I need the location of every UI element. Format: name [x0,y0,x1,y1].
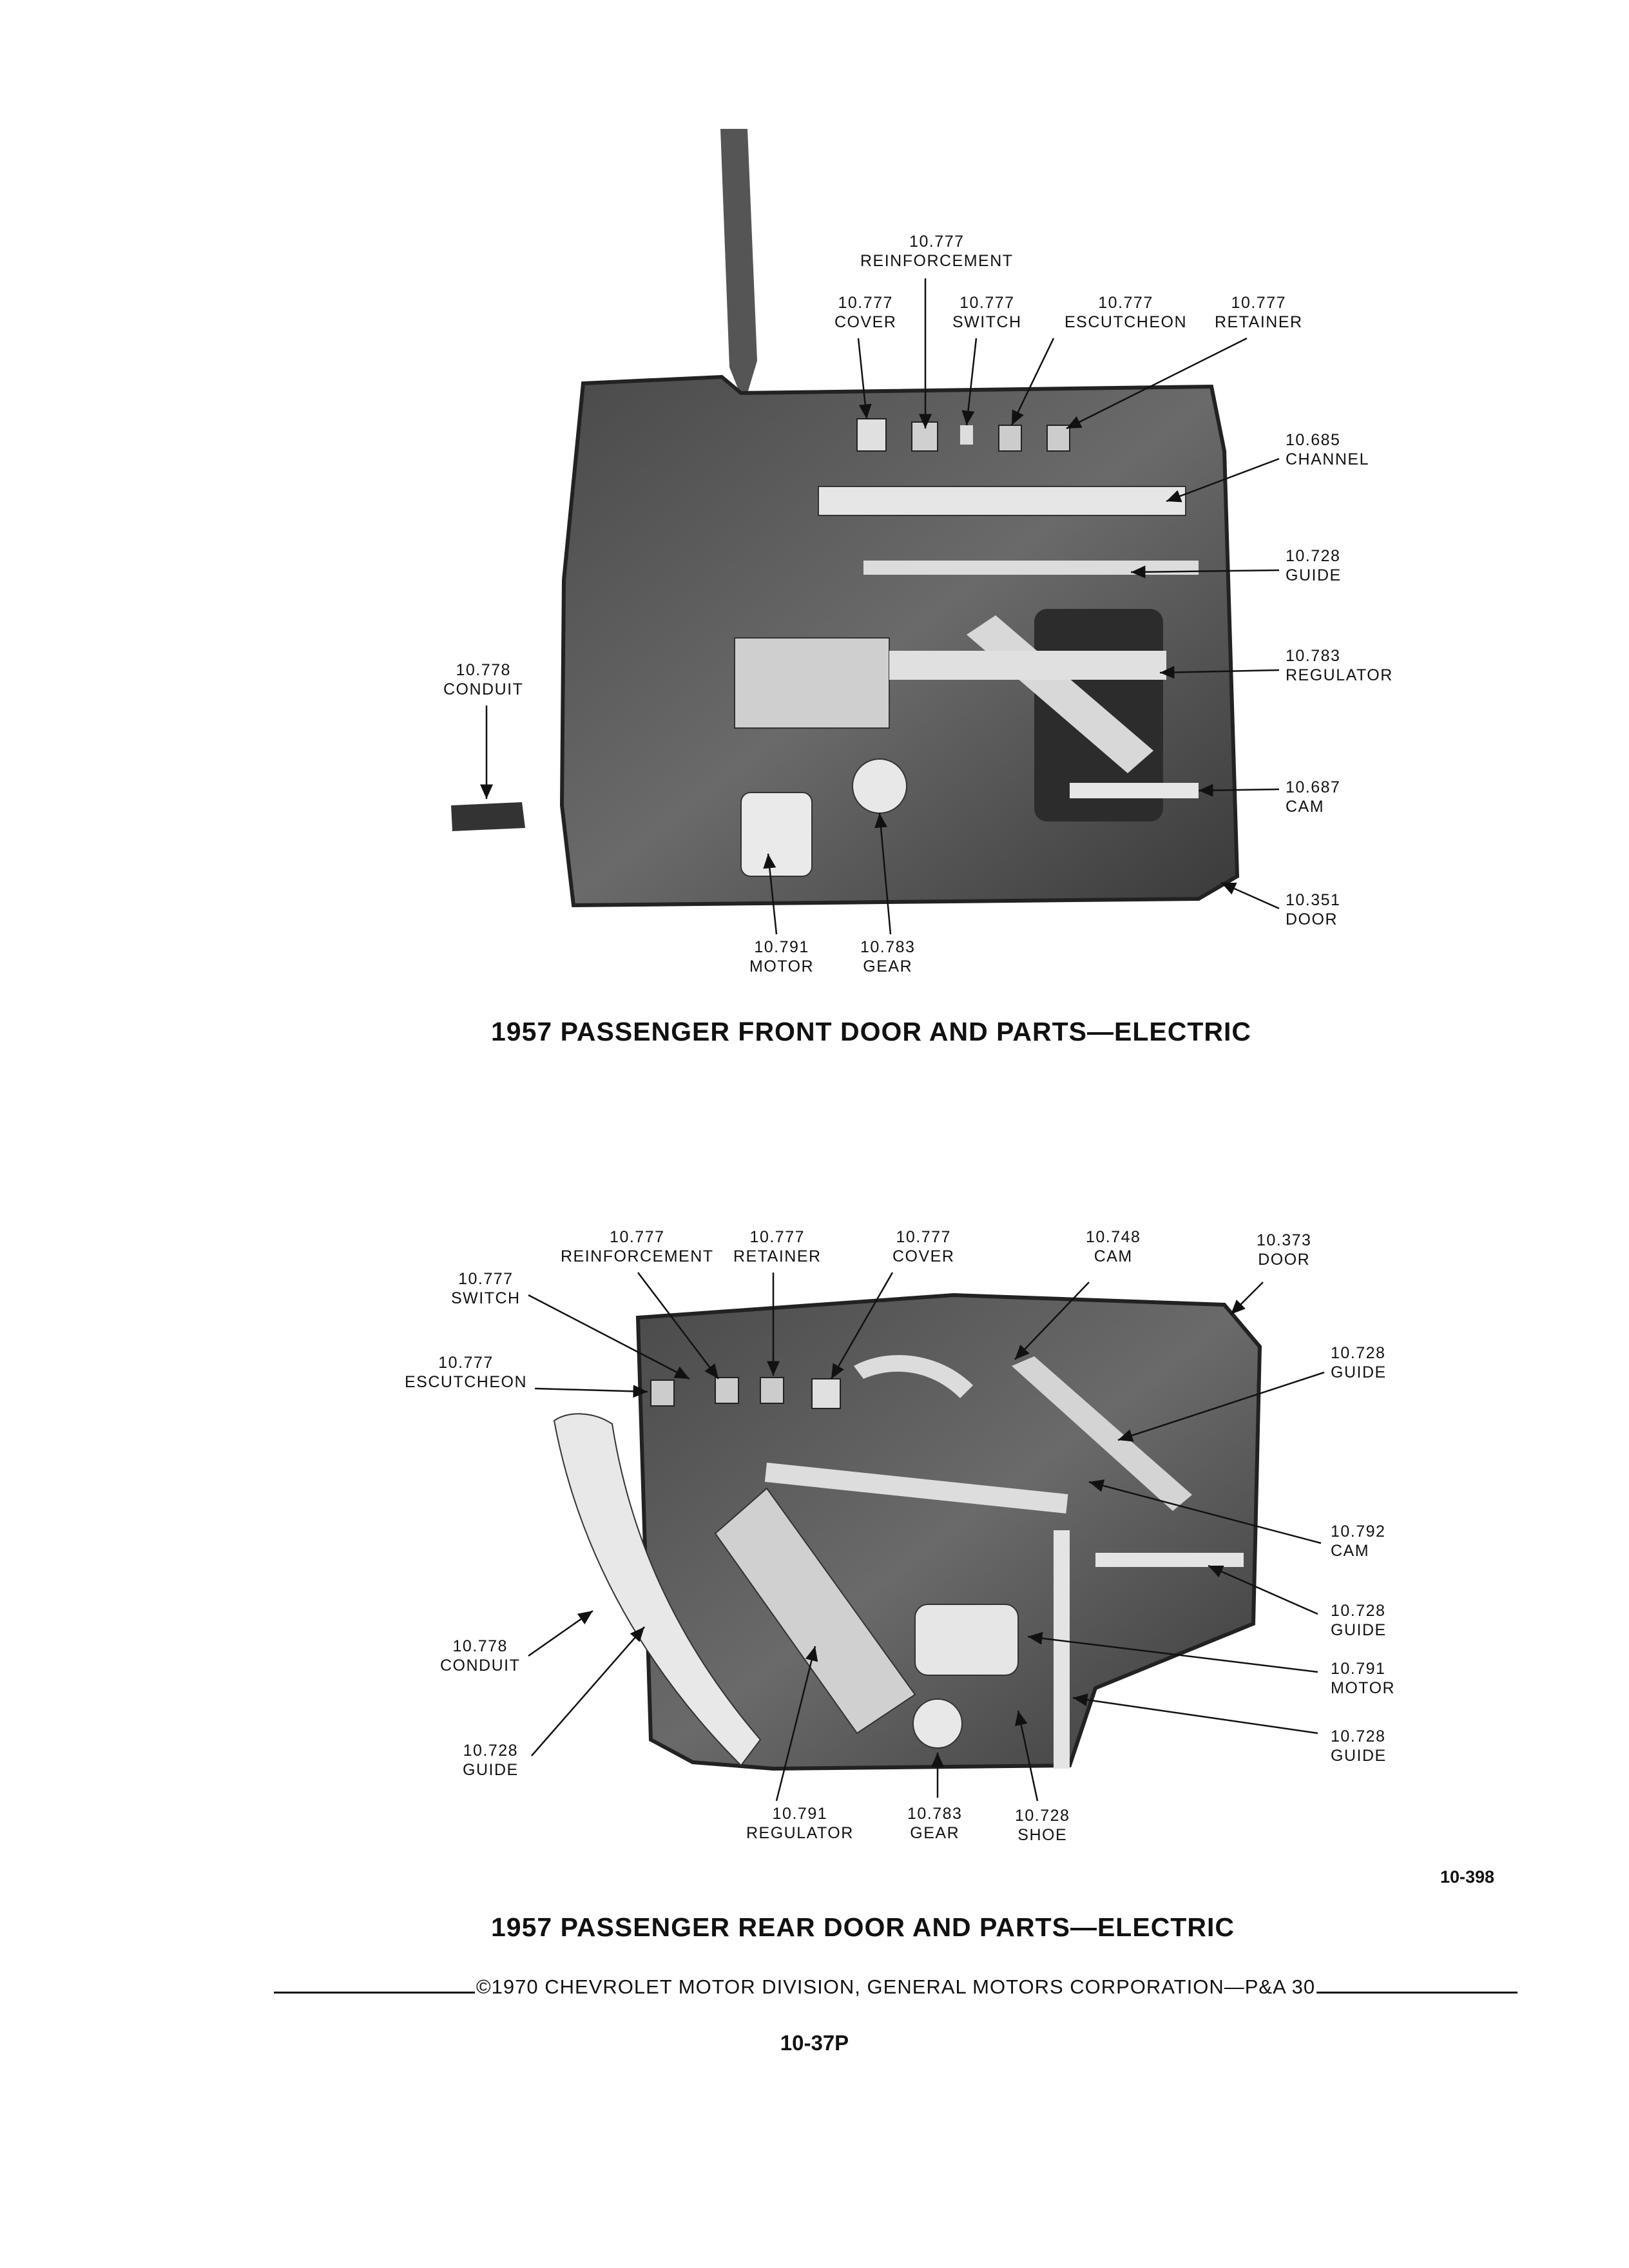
rear-door-photo [553,1293,1262,1771]
rear-leader-lines [528,1272,1325,1802]
footer-rule-left [274,1992,475,1994]
footer-rule-right [1316,1992,1518,1994]
front-door-photo [451,129,1240,908]
page-number: 10-37P [780,2031,849,2055]
figure-number: 10-398 [1440,1867,1495,1887]
front-figure-caption: 1957 PASSENGER FRONT DOOR AND PARTS—ELEC… [491,1017,1251,1046]
front-leader-lines [480,278,1280,935]
rear-figure-caption: 1957 PASSENGER REAR DOOR AND PARTS—ELECT… [491,1912,1235,1942]
copyright-text: ©1970 CHEVROLET MOTOR DIVISION, GENERAL … [476,1975,1316,1998]
copyright-footer: ©1970 CHEVROLET MOTOR DIVISION, GENERAL … [274,1973,1518,1999]
